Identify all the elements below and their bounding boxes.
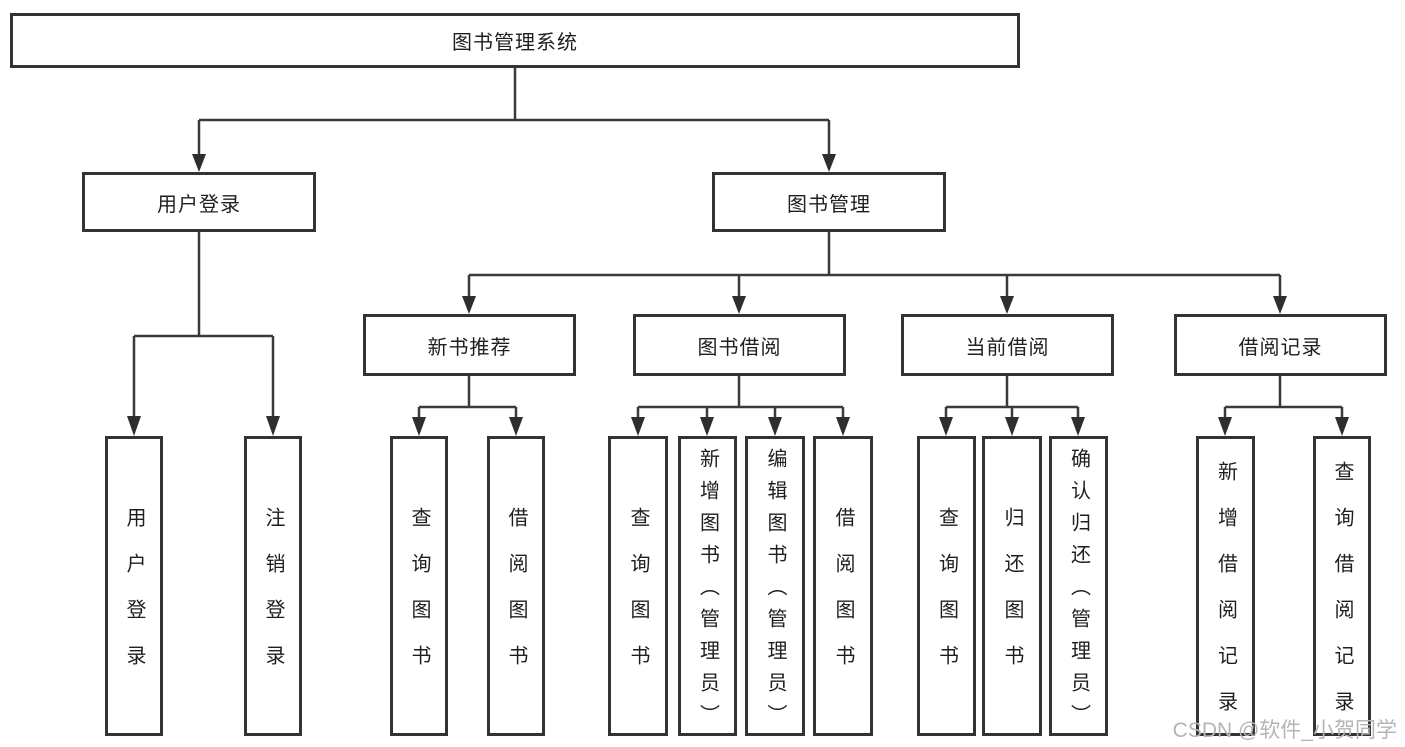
leaf-borrow-books-recommend: 借阅图书 [487,436,545,736]
node-book-borrow-label: 图书借阅 [697,336,782,359]
leaf-edit-books-admin: 编辑图书（管理员） [745,436,805,736]
leaf-query-books-borrow: 查询图书 [608,436,668,736]
leaf-return-books: 归还图书 [982,436,1042,736]
leaf-confirm-return-admin-label: 确认归还（管理员） [1067,448,1090,736]
leaf-logout-label: 注销登录 [262,507,284,691]
node-borrow-record: 借阅记录 [1174,314,1387,376]
leaf-borrow-books-recommend-label: 借阅图书 [505,507,527,691]
leaf-query-books-borrow-label: 查询图书 [627,507,649,691]
leaf-confirm-return-admin: 确认归还（管理员） [1049,436,1108,736]
leaf-add-books-admin-label: 新增图书（管理员） [696,448,719,736]
node-current-borrow: 当前借阅 [901,314,1114,376]
leaf-query-books-current: 查询图书 [917,436,976,736]
leaf-add-borrow-record: 新增借阅记录 [1196,436,1255,737]
leaf-return-books-label: 归还图书 [1001,507,1023,691]
node-new-book-recommend: 新书推荐 [363,314,576,376]
leaf-borrow-books-label: 借阅图书 [832,507,854,691]
leaf-user-login: 用户登录 [105,436,163,736]
leaf-borrow-books: 借阅图书 [813,436,873,736]
leaf-user-login-label: 用户登录 [123,507,145,691]
node-book-management-label: 图书管理 [787,193,871,216]
leaf-query-borrow-record-label: 查询借阅记录 [1331,461,1353,737]
node-current-borrow-label: 当前借阅 [965,336,1050,359]
node-user-login: 用户登录 [82,172,316,232]
node-library-system-label: 图书管理系统 [452,32,578,54]
node-user-login-label: 用户登录 [157,193,241,216]
node-book-management: 图书管理 [712,172,946,232]
leaf-query-books-recommend: 查询图书 [390,436,448,736]
leaf-query-books-current-label: 查询图书 [935,507,958,691]
leaf-add-borrow-record-label: 新增借阅记录 [1214,461,1237,737]
node-book-borrow: 图书借阅 [633,314,846,376]
csdn-watermark: CSDN @软件_小贺同学 [1172,719,1397,742]
leaf-edit-books-admin-label: 编辑图书（管理员） [764,448,786,736]
leaf-query-books-recommend-label: 查询图书 [408,507,430,691]
node-new-book-recommend-label: 新书推荐 [427,336,512,359]
node-library-system: 图书管理系统 [10,13,1020,68]
leaf-add-books-admin: 新增图书（管理员） [678,436,737,736]
node-borrow-record-label: 借阅记录 [1238,336,1323,359]
leaf-logout: 注销登录 [244,436,302,736]
leaf-query-borrow-record: 查询借阅记录 [1313,436,1371,737]
